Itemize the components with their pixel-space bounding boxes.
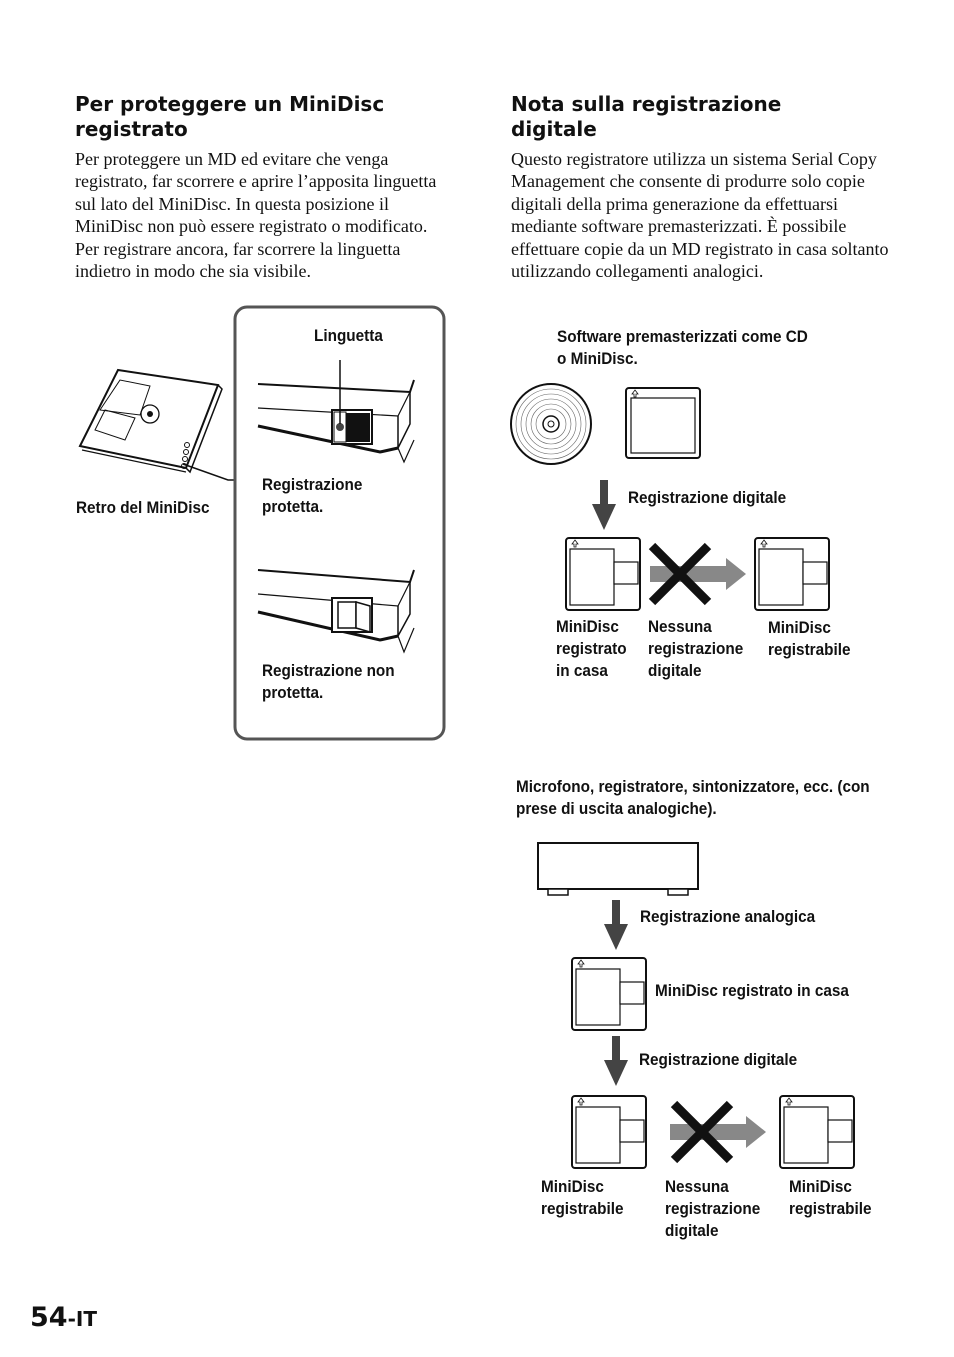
tab-detail-panel: [233, 305, 446, 741]
page-number-suffix: -IT: [67, 1307, 97, 1331]
premastered-source-label: Software premasterizzati come CD o MiniD…: [557, 327, 808, 368]
tab-label: Linguetta: [314, 326, 383, 345]
analog-recording-label: Registrazione analogica: [640, 907, 816, 926]
home-md-icon-1: [565, 537, 641, 611]
digital-recording-label-1: Registrazione digitale: [628, 488, 787, 507]
page-number: 54-IT: [30, 1302, 97, 1333]
not-protected-label: Registrazione non protetta.: [262, 661, 395, 702]
recordable-label-2: MiniDisc registrabile: [541, 1177, 624, 1218]
cd-icon: [510, 383, 592, 465]
digital-arrow-2: [604, 1036, 628, 1086]
recordable-label-1: MiniDisc registrabile: [768, 618, 851, 659]
no-digital-label-1: Nessuna registrazione digitale: [648, 617, 744, 680]
left-heading: Per proteggere un MiniDisc registrato: [75, 92, 385, 141]
recordable-label-3: MiniDisc registrabile: [789, 1177, 872, 1218]
not-protected-edge-illustration: [257, 569, 415, 654]
right-paragraph: Questo registratore utilizza un sistema …: [511, 149, 889, 282]
home-md-label-1: MiniDisc registrato in casa: [556, 617, 627, 680]
minidisc-back-illustration: [78, 368, 236, 481]
left-paragraph: Per proteggere un MD ed evitare che veng…: [75, 149, 437, 282]
protected-label: Registrazione protetta.: [262, 475, 363, 516]
analog-source-label: Microfono, registratore, sintonizzatore,…: [516, 777, 870, 818]
no-digital-label-2: Nessuna registrazione digitale: [665, 1177, 761, 1240]
recordable-md-icon-3: [779, 1095, 855, 1169]
analog-source-device-icon: [537, 842, 699, 896]
recordable-md-icon-2: [571, 1095, 647, 1169]
digital-recording-label-2: Registrazione digitale: [639, 1050, 798, 1069]
back-label: Retro del MiniDisc: [76, 498, 210, 517]
home-md-icon-2: [571, 957, 647, 1031]
protected-edge-illustration: [257, 360, 415, 464]
digital-arrow-1: [592, 480, 616, 530]
analog-arrow: [604, 900, 628, 950]
blocked-copy-2: [670, 1104, 766, 1160]
recordable-md-icon-1: [754, 537, 830, 611]
blocked-copy-1: [650, 546, 746, 602]
page-number-value: 54: [30, 1302, 68, 1333]
premastered-md-icon: [625, 387, 701, 459]
home-md-label-2: MiniDisc registrato in casa: [655, 981, 849, 1000]
right-heading: Nota sulla registrazione digitale: [511, 92, 782, 141]
